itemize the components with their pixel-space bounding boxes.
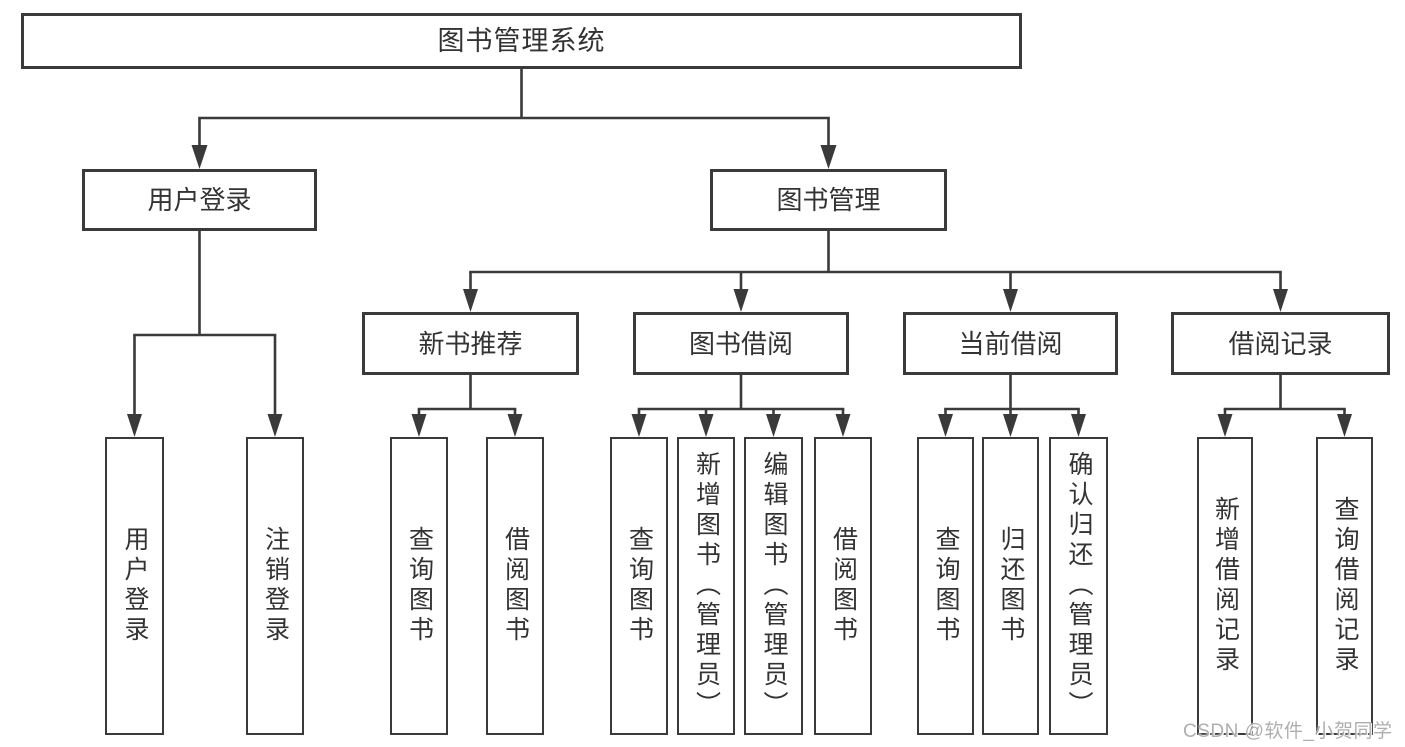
node-user-login: 用户登录 <box>82 169 317 231</box>
node-new-book-recommend: 新书推荐 <box>362 312 579 375</box>
node-book-management: 图书管理 <box>710 169 947 231</box>
leaf-return-books: 归还图书 <box>982 437 1039 735</box>
leaf-borrow-books-2: 借阅图书 <box>814 437 872 735</box>
leaf-query-books-3: 查询图书 <box>917 437 974 735</box>
leaf-query-books-2: 查询图书 <box>610 437 668 735</box>
leaf-edit-books-admin: 编辑图书（管理员） <box>744 437 803 735</box>
leaf-logout: 注销登录 <box>246 437 304 735</box>
node-current-borrowing: 当前借阅 <box>903 312 1118 375</box>
leaf-query-borrow-record: 查询借阅记录 <box>1316 437 1373 735</box>
leaf-confirm-return-admin: 确认归还（管理员） <box>1049 437 1108 735</box>
node-book-borrowing: 图书借阅 <box>633 312 849 375</box>
leaf-add-borrow-record: 新增借阅记录 <box>1197 437 1253 735</box>
node-borrowing-records: 借阅记录 <box>1171 312 1390 375</box>
leaf-query-books: 查询图书 <box>390 437 448 735</box>
leaf-add-books-admin: 新增图书（管理员） <box>677 437 735 735</box>
csdn-watermark: CSDN @软件_小贺同学 <box>1183 721 1393 742</box>
leaf-borrow-books: 借阅图书 <box>486 437 544 735</box>
leaf-user-login: 用户登录 <box>105 437 164 735</box>
node-library-management-system: 图书管理系统 <box>21 13 1022 69</box>
